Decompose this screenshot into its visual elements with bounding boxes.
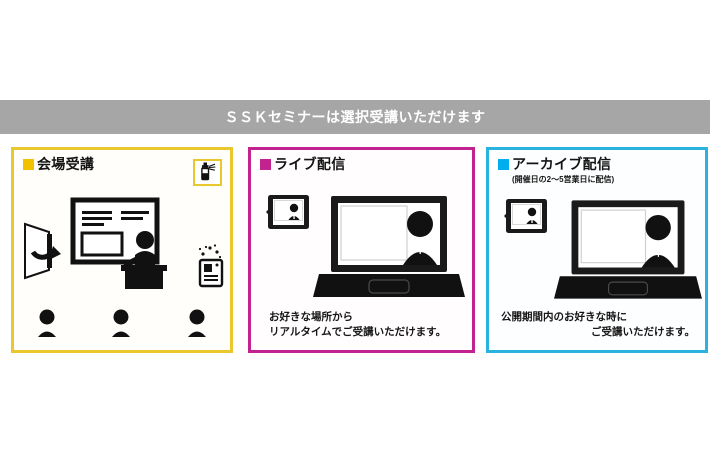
caption-line: お好きな場所から (269, 310, 353, 323)
caption-line: 公開期間内のお好きな時に (501, 310, 627, 323)
laptop-device-icon (313, 196, 465, 297)
panel-archive[interactable]: アーカイブ配信 (開催日の2〜5営業日に配信) (486, 147, 708, 353)
audience-person-icon (112, 309, 130, 337)
panel-venue-header: 会場受講 (23, 156, 94, 172)
tablet-art (265, 194, 311, 232)
air-purifier-art (194, 243, 230, 289)
panel-live[interactable]: ライブ配信 (248, 147, 475, 353)
bullet-square-icon (498, 159, 509, 170)
audience-person-1 (36, 308, 58, 338)
panel-archive-header: アーカイブ配信 (開催日の2〜5営業日に配信) (498, 156, 614, 185)
banner-title: ＳＳＫセミナーは選択受講いただけます (224, 109, 486, 125)
presenter-silhouette-icon (526, 207, 538, 224)
panel-venue[interactable]: 会場受講 (11, 147, 233, 353)
tablet-device-icon (266, 195, 309, 229)
panel-live-header: ライブ配信 (260, 156, 346, 172)
presenter-silhouette-icon (403, 211, 437, 265)
panel-live-title: ライブ配信 (274, 156, 346, 172)
presenter-silhouette-icon (288, 203, 300, 220)
panel-live-caption: お好きな場所から リアルタイムでご受講いただけます。 (269, 310, 446, 342)
bullet-square-icon (23, 159, 34, 170)
panel-venue-title: 会場受講 (37, 156, 95, 172)
audience-person-icon (38, 309, 56, 337)
bullet-square-icon (260, 159, 271, 170)
caption-line: ご受講いただけます。 (591, 326, 695, 339)
sanitizer-badge (193, 159, 222, 186)
audience-person-3 (186, 308, 208, 338)
tablet-device-icon (504, 199, 547, 233)
panels-container: 会場受講 (0, 147, 710, 355)
presenter-podium-icon (121, 231, 167, 289)
panel-archive-caption: 公開期間内のお好きな時に ご受講いただけます。 (501, 310, 695, 342)
audience-person-2 (110, 308, 132, 338)
air-purifier-icon (198, 244, 224, 288)
presentation-screen-icon (70, 197, 167, 289)
tablet-art (503, 198, 549, 236)
door-entrance-art (19, 220, 63, 282)
door-entrance-icon (24, 222, 61, 280)
presentation-scene-art (69, 197, 189, 292)
laptop-device-icon (554, 200, 702, 299)
header-banner: ＳＳＫセミナーは選択受講いただけます (0, 100, 710, 134)
laptop-art (554, 198, 702, 302)
panel-archive-title: アーカイブ配信 (512, 156, 612, 172)
sanitizer-bottle-icon (201, 162, 216, 181)
laptop-art (313, 194, 465, 300)
caption-line: リアルタイムでご受講いただけます。 (269, 326, 447, 339)
presenter-silhouette-icon (641, 214, 675, 268)
panel-archive-subtitle: (開催日の2〜5営業日に配信) (512, 175, 615, 185)
audience-person-icon (188, 309, 206, 337)
